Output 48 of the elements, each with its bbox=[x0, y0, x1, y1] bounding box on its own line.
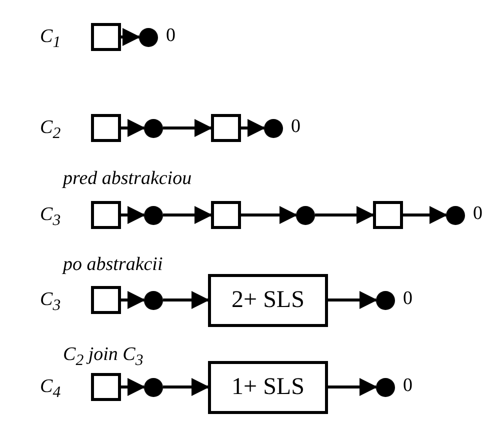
row-label: C$_{4}$ bbox=[40, 376, 61, 402]
row-label: C$_{3}$ bbox=[40, 289, 61, 315]
arrow bbox=[121, 291, 146, 309]
state-dot bbox=[376, 378, 395, 396]
arrow bbox=[315, 206, 374, 224]
state-square bbox=[91, 373, 121, 401]
terminal-value: 0 bbox=[403, 375, 412, 397]
sls-box: 2+ SLS bbox=[208, 274, 328, 326]
row-label: po abstrakcii bbox=[63, 254, 163, 276]
arrow bbox=[163, 206, 212, 224]
row-label: C$_{3}$ bbox=[40, 204, 61, 230]
row-label: C$_{2}$ join C$_{3}$ bbox=[63, 344, 144, 370]
state-square bbox=[211, 114, 241, 142]
arrow bbox=[121, 378, 146, 396]
state-dot bbox=[296, 206, 315, 224]
arrow bbox=[163, 378, 210, 396]
arrow bbox=[163, 119, 212, 137]
terminal-value: 0 bbox=[473, 203, 482, 225]
arrow bbox=[403, 206, 448, 224]
arrow bbox=[121, 206, 146, 224]
arrow bbox=[328, 291, 378, 309]
state-dot bbox=[139, 28, 158, 46]
state-square bbox=[91, 114, 121, 142]
arrow bbox=[121, 119, 146, 137]
row-label: C$_{1}$ bbox=[40, 26, 61, 52]
arrow bbox=[163, 291, 210, 309]
state-square bbox=[91, 23, 121, 51]
terminal-value: 0 bbox=[166, 25, 176, 47]
state-dot bbox=[264, 118, 283, 138]
state-dot bbox=[144, 118, 163, 138]
terminal-value: 0 bbox=[291, 116, 300, 138]
arrow bbox=[241, 206, 298, 224]
row-label: C$_{2}$ bbox=[40, 117, 61, 143]
state-square bbox=[211, 201, 241, 229]
terminal-value: 0 bbox=[403, 288, 412, 310]
state-dot bbox=[144, 206, 163, 224]
arrow bbox=[121, 28, 140, 46]
sls-box: 1+ SLS bbox=[208, 360, 328, 414]
arrow bbox=[328, 378, 378, 396]
arrow bbox=[241, 119, 266, 137]
state-dot bbox=[144, 290, 163, 310]
state-square bbox=[91, 286, 121, 314]
row-label: pred abstrakciou bbox=[63, 168, 192, 190]
state-dot bbox=[446, 206, 465, 224]
state-square bbox=[373, 201, 403, 229]
state-dot bbox=[144, 378, 163, 396]
state-dot bbox=[376, 290, 395, 310]
state-square bbox=[91, 201, 121, 229]
